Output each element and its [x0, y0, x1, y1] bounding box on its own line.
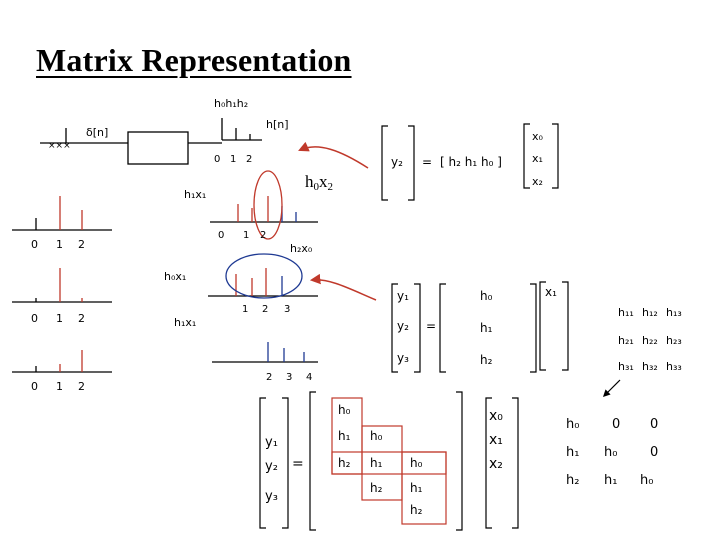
eq1-x0: x₀ — [532, 130, 544, 143]
svg-text:0: 0 — [650, 445, 658, 460]
svg-text:0: 0 — [650, 417, 658, 432]
svg-text:y₁: y₁ — [397, 289, 409, 303]
svg-text:h₂₁: h₂₁ — [618, 334, 634, 347]
svg-text:y₃: y₃ — [397, 351, 409, 365]
eq1-row: [ h₂ h₁ h₀ ] — [440, 155, 502, 169]
slide-title: Matrix Representation — [36, 42, 352, 78]
svg-text:h₁: h₁ — [338, 429, 351, 443]
sys-taps-label: h₀h₁h₂ — [214, 97, 248, 110]
svg-text:2: 2 — [262, 304, 268, 315]
svg-text:y₁: y₁ — [265, 435, 278, 450]
svg-text:h₀: h₀ — [640, 473, 653, 488]
response-plot-3: h₁x₁ 2 3 4 — [174, 316, 318, 383]
svg-text:0: 0 — [31, 238, 38, 251]
svg-text:0: 0 — [31, 380, 38, 393]
svg-text:=: = — [292, 456, 304, 472]
eq1-y2: y₂ — [391, 155, 403, 169]
eq1-x1: x₁ — [532, 152, 543, 165]
input-plot-1: 0 1 2 — [12, 196, 112, 251]
response-plots: h₁x₁ 0 1 2 h₂x₀ h₀x₁ — [164, 170, 318, 383]
eq1-x2: x₂ — [532, 175, 543, 188]
red-arrows — [298, 141, 377, 301]
sys-delta-label: δ[n] — [86, 126, 108, 139]
sys-axis-2: 2 — [246, 154, 252, 165]
svg-text:2: 2 — [78, 312, 85, 325]
svg-text:h₃₂: h₃₂ — [642, 360, 658, 373]
svg-text:h₂: h₂ — [370, 481, 383, 495]
svg-text:h₃₁: h₃₁ — [618, 360, 634, 373]
svg-text:h₀: h₀ — [566, 417, 579, 432]
svg-text:h₁x₁: h₁x₁ — [174, 316, 196, 329]
response-plot-2: h₀x₁ 1 2 3 — [164, 253, 318, 315]
svg-text:0: 0 — [612, 417, 620, 432]
svg-text:x₀: x₀ — [489, 408, 503, 424]
input-stems: 0 1 2 0 1 2 0 1 2 — [12, 196, 112, 393]
svg-text:h₀: h₀ — [410, 456, 423, 470]
svg-text:y₃: y₃ — [265, 489, 278, 504]
svg-text:x₁: x₁ — [489, 432, 503, 448]
svg-text:4: 4 — [306, 372, 312, 383]
typed-h0x2-label: h0x2 — [305, 172, 333, 193]
svg-text:3: 3 — [286, 372, 292, 383]
svg-text:h₁₂: h₁₂ — [642, 306, 658, 319]
svg-text:h₂: h₂ — [566, 473, 579, 488]
svg-text:h₂x₀: h₂x₀ — [290, 242, 313, 255]
svg-text:y₂: y₂ — [397, 319, 409, 333]
svg-text:h₁₁: h₁₁ — [618, 306, 634, 319]
sys-hn-label: h[n] — [266, 118, 289, 131]
svg-text:x₁: x₁ — [545, 285, 557, 299]
system-block: ××× δ[n] h₀h₁h₂ h[n] 0 1 2 — [40, 97, 289, 165]
svg-text:h₂₃: h₂₃ — [666, 334, 682, 347]
response-plot-1: h₁x₁ 0 1 2 h₂x₀ — [184, 170, 318, 255]
svg-text:h₀: h₀ — [604, 445, 617, 460]
eq1-equals: = — [422, 155, 432, 169]
input-plot-2: 0 1 2 — [12, 268, 112, 325]
svg-text:y₂: y₂ — [265, 459, 278, 474]
svg-text:1: 1 — [56, 312, 63, 325]
svg-text:h₂: h₂ — [410, 503, 423, 517]
svg-text:2: 2 — [260, 230, 266, 241]
svg-text:h₁: h₁ — [566, 445, 579, 460]
svg-text:h₀x₁: h₀x₁ — [164, 270, 186, 283]
equation-3: y₁ y₂ y₃ = h₀ h₁ h₂ h₀ h₁ h₂ h₀ h₁ h₂ x₀ — [259, 391, 519, 531]
svg-text:h₂: h₂ — [480, 353, 493, 367]
svg-text:h₀: h₀ — [480, 289, 493, 303]
svg-text:h₁₃: h₁₃ — [666, 306, 682, 319]
svg-text:2: 2 — [78, 238, 85, 251]
svg-text:h₂₂: h₂₂ — [642, 334, 658, 347]
svg-text:h₁: h₁ — [370, 456, 383, 470]
svg-text:h₃₃: h₃₃ — [666, 360, 682, 373]
svg-text:h₀: h₀ — [338, 403, 351, 417]
svg-text:2: 2 — [78, 380, 85, 393]
svg-text:1: 1 — [242, 304, 248, 315]
svg-text:1: 1 — [56, 380, 63, 393]
svg-text:0: 0 — [218, 230, 224, 241]
svg-text:0: 0 — [31, 312, 38, 325]
svg-text:1: 1 — [56, 238, 63, 251]
svg-text:3: 3 — [284, 304, 290, 315]
svg-text:h₁x₁: h₁x₁ — [184, 188, 206, 201]
sys-axis-0: 0 — [214, 154, 220, 165]
sys-axis-1: 1 — [230, 154, 236, 165]
svg-text:×××: ××× — [48, 141, 71, 151]
svg-text:h₂: h₂ — [338, 456, 351, 470]
svg-text:h₀: h₀ — [370, 429, 383, 443]
equation-1: y₂ = [ h₂ h₁ h₀ ] x₀ x₁ x₂ — [381, 123, 559, 201]
svg-text:x₂: x₂ — [489, 456, 503, 472]
svg-text:h₁: h₁ — [480, 321, 493, 335]
equation-2: y₁ y₂ y₃ = h₀ h₁ h₂ x₁ h₁₁ h₁₂ h₁₃ h₂₁ h… — [391, 281, 682, 398]
toeplitz-sketch: h₀ 0 0 h₁ h₀ 0 h₂ h₁ h₀ — [566, 417, 658, 488]
svg-text:2: 2 — [266, 372, 272, 383]
svg-text:h₁: h₁ — [410, 481, 423, 495]
svg-text:=: = — [426, 319, 436, 333]
svg-text:1: 1 — [243, 230, 249, 241]
input-plot-3: 0 1 2 — [12, 350, 112, 393]
svg-text:h₁: h₁ — [604, 473, 617, 488]
